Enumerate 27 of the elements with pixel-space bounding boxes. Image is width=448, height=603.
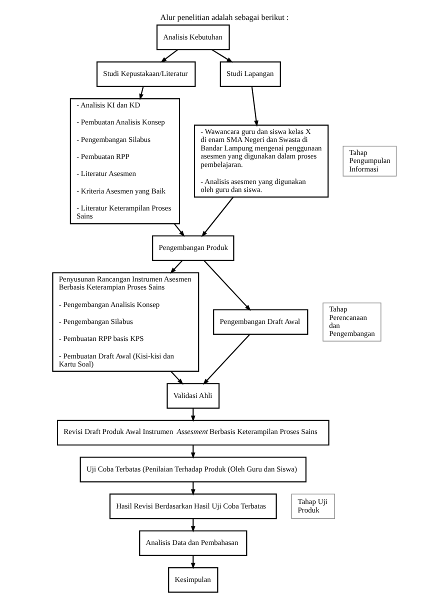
arrow xyxy=(170,371,183,385)
node-box: Tahap Perencanaan dan Pengembangan xyxy=(322,302,381,342)
node-box: Pengembangan Produk xyxy=(152,235,234,261)
arrow xyxy=(173,223,184,237)
node-box: Pengembangan Draft Awal xyxy=(212,309,308,335)
node-box: - Analisis KI dan KD - Pembuatan Analisis Konsep - Pengembangan Silabus - Pembuatan RPP - Literatur Asesmen - Kriteria Asesmen yang Baik - Literatur Keterampilan Proses Sains xyxy=(69,98,180,224)
arrow xyxy=(211,49,233,63)
node-box: Validasi Ahli xyxy=(166,383,220,409)
node-box: Penyusunan Rancangan Instrumen Asesmen Berbasis Keterampian Proses Sains - Pengembangan Analisis Konsep - Pengembangan Silabus - Pembuatan RPP basis KPS - Pembuatan Draft Awal (Kisi-kisi dan Kartu Soal) xyxy=(52,272,199,372)
arrow xyxy=(250,86,258,127)
arrow xyxy=(200,196,234,238)
node-box: Tahap Pengumpulan Informasi xyxy=(342,146,396,176)
node-box: Revisi Draft Produk Awal Instrumen Assesment Berbasis Keterampilan Proses Sains xyxy=(56,420,329,446)
arrow xyxy=(138,86,144,100)
arrow xyxy=(203,260,250,311)
arrow xyxy=(160,49,178,63)
node-box: Uji Coba Terbatas (Penilaian Terhadap Produk (Oleh Guru dan Siswa) xyxy=(79,456,306,482)
node-box: Analisis Kebutuhan xyxy=(156,24,230,50)
node-box: Hasil Revisi Berdasarkan Hasil Uji Coba Terbatas xyxy=(108,494,276,520)
node-box: Studi Kepustakaan/Literatur xyxy=(96,61,196,87)
node-box: Kesimpulan xyxy=(168,567,218,593)
arrow xyxy=(202,334,250,385)
node-box: Studi Lapangan xyxy=(219,61,280,87)
node-box: Tahap Uji Produk xyxy=(290,494,334,519)
node-box: - Wawancara guru dan siswa kelas X di enam SMA Negeri dan Swasta di Bandar Lampung mengenai penggunaan asesmen yang digunakan dalam proses pembelajaran. - Analisis asesmen yang digunakan oleh guru dan siswa. xyxy=(193,124,328,198)
node-box: Analisis Data dan Pembahasan xyxy=(138,530,247,556)
arrow xyxy=(170,260,182,274)
